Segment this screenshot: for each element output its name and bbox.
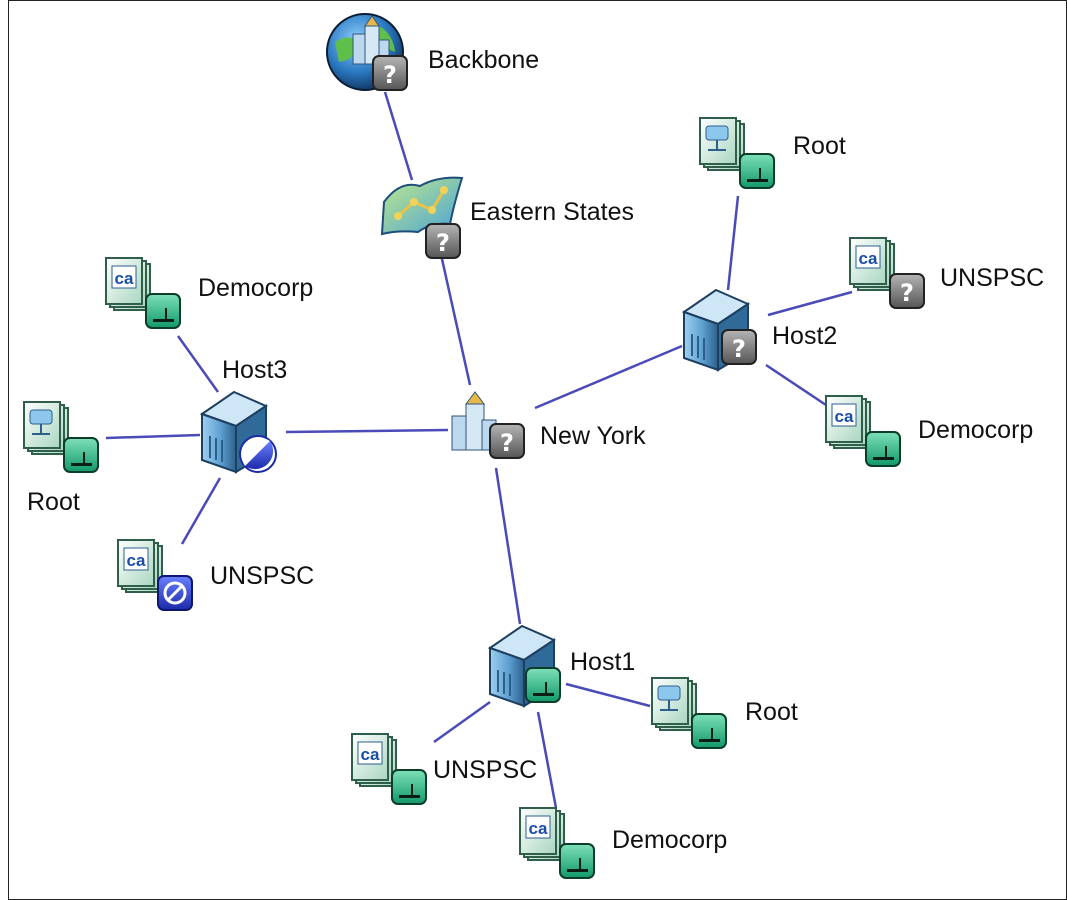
status-up-badge — [559, 843, 595, 879]
host2-unspsc-node[interactable]: ca? — [849, 237, 925, 309]
status-unknown-badge: ? — [489, 423, 525, 459]
edge-host3-to-host3-unspsc — [180, 477, 222, 545]
root-document-icon — [651, 677, 697, 731]
status-unknown-badge: ? — [721, 329, 757, 365]
status-unknown-badge: ? — [889, 273, 925, 309]
host2-unspsc-label: UNSPSC — [940, 264, 1045, 292]
backbone-label: Backbone — [428, 46, 540, 74]
edge-host1-to-host1-unspsc — [433, 700, 491, 744]
svg-text:?: ? — [732, 335, 746, 363]
host2-root-label: Root — [793, 132, 846, 160]
host3-node[interactable] — [199, 390, 277, 474]
status-unknown-badge: ? — [425, 223, 461, 259]
host1-root-node[interactable] — [651, 677, 727, 749]
host3-label: Host3 — [222, 356, 288, 384]
host3-unspsc-node[interactable]: ca — [117, 539, 193, 611]
edge-host2-to-host2-unspsc — [767, 290, 853, 317]
edge-new-york-to-host3 — [285, 428, 449, 434]
edge-new-york-to-host2 — [534, 344, 683, 410]
edge-host2-to-host2-root — [726, 195, 740, 291]
svg-text:ca: ca — [529, 819, 548, 838]
host1-node[interactable] — [487, 624, 561, 708]
svg-text:ca: ca — [115, 269, 134, 288]
edges-layer — [105, 91, 853, 809]
svg-text:?: ? — [900, 279, 914, 307]
ca-document-icon: ca — [117, 539, 163, 593]
host2-root-node[interactable] — [699, 117, 775, 189]
host1-unspsc-label: UNSPSC — [433, 756, 538, 784]
host3-root-node[interactable] — [23, 401, 99, 473]
ca-document-icon: ca — [825, 395, 871, 449]
new-york-label: New York — [540, 422, 646, 450]
status-up-badge — [691, 713, 727, 749]
host1-root-label: Root — [745, 698, 798, 726]
status-disabled-badge — [157, 575, 193, 611]
host1-unspsc-node[interactable]: ca — [351, 733, 427, 805]
edge-backbone-to-eastern-states — [383, 91, 414, 181]
status-unknown-badge: ? — [372, 55, 408, 91]
host2-node[interactable]: ? — [681, 288, 757, 372]
edge-host1-to-host1-democorp — [536, 711, 558, 809]
svg-text:?: ? — [436, 229, 450, 257]
host2-label: Host2 — [772, 322, 838, 350]
eastern-states-label: Eastern States — [470, 198, 634, 226]
edge-host3-to-host3-democorp — [176, 335, 220, 393]
ca-document-icon: ca — [351, 733, 397, 787]
host3-root-label: Root — [27, 488, 80, 516]
edge-host1-to-host1-root — [565, 682, 651, 708]
status-up-badge — [739, 153, 775, 189]
svg-text:ca: ca — [859, 249, 878, 268]
svg-text:?: ? — [383, 61, 397, 89]
host3-democorp-node[interactable]: ca — [105, 257, 181, 329]
ca-document-icon: ca — [849, 237, 895, 291]
host1-label: Host1 — [570, 648, 636, 676]
root-document-icon — [699, 117, 745, 171]
host3-unspsc-label: UNSPSC — [210, 562, 315, 590]
host1-democorp-node[interactable]: ca — [519, 807, 595, 879]
ca-document-icon: ca — [519, 807, 565, 861]
edge-host3-to-host3-root — [105, 433, 201, 440]
edge-new-york-to-host1 — [494, 467, 522, 625]
status-partial-badge — [239, 435, 277, 473]
diagram-border — [8, 0, 1067, 900]
svg-text:ca: ca — [361, 745, 380, 764]
host3-democorp-label: Democorp — [198, 274, 314, 302]
svg-text:?: ? — [500, 429, 514, 457]
status-up-badge — [63, 437, 99, 473]
map-icon — [380, 176, 464, 236]
host1-democorp-label: Democorp — [612, 826, 728, 854]
edge-host2-to-host2-democorp — [765, 363, 827, 407]
backbone-node[interactable]: ? — [326, 13, 408, 91]
host2-democorp-label: Democorp — [918, 416, 1034, 444]
edge-eastern-states-to-new-york — [438, 249, 472, 386]
svg-text:ca: ca — [127, 551, 146, 570]
status-up-badge — [525, 667, 561, 703]
svg-text:ca: ca — [835, 407, 854, 426]
new-york-node[interactable]: ? — [451, 391, 525, 459]
status-up-badge — [391, 769, 427, 805]
host2-democorp-node[interactable]: ca — [825, 395, 901, 467]
status-up-badge — [145, 293, 181, 329]
root-document-icon — [23, 401, 69, 455]
status-up-badge — [865, 431, 901, 467]
eastern-states-node[interactable]: ? — [380, 176, 464, 259]
ca-document-icon: ca — [105, 257, 151, 311]
